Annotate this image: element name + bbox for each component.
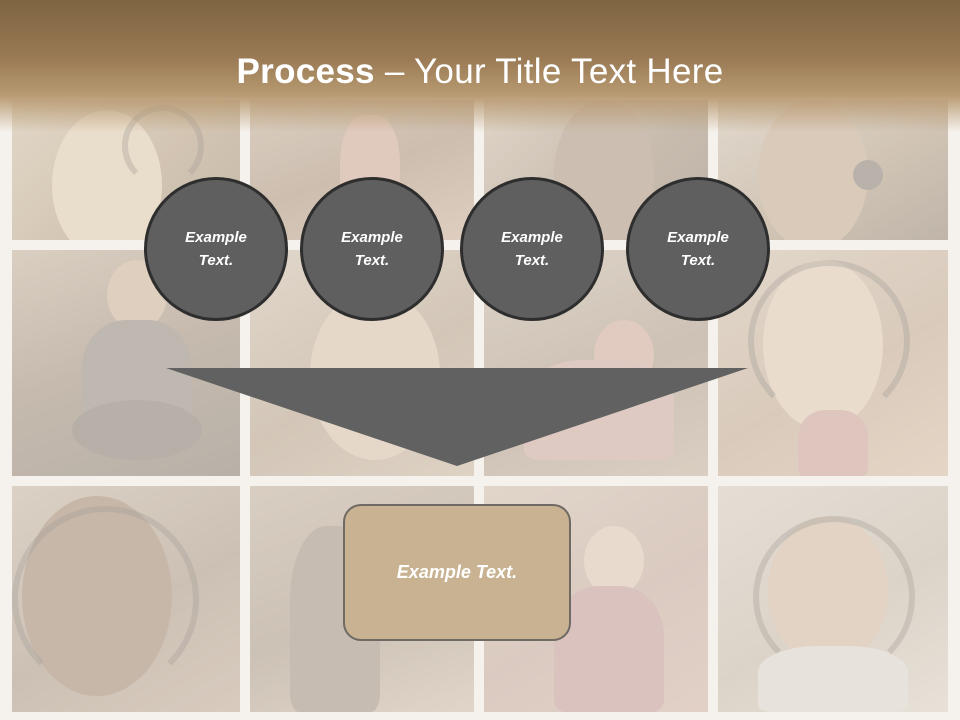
process-result-label: Example Text. — [396, 562, 518, 582]
process-step-4-circle[interactable]: Example Text. — [626, 177, 770, 321]
process-step-2-circle[interactable]: Example Text. — [300, 177, 444, 321]
title-bold: Process — [236, 52, 375, 91]
process-step-3-circle[interactable]: Example Text. — [460, 177, 604, 321]
title-band — [0, 0, 960, 132]
process-result-box[interactable]: Example Text. — [343, 504, 571, 641]
slide-title[interactable]: Process – Your Title Text Here — [0, 52, 960, 92]
process-step-3-label: Example Text. — [501, 229, 563, 269]
process-step-1-label: Example Text. — [185, 229, 247, 269]
title-rest: – Your Title Text Here — [374, 52, 724, 91]
process-step-2-label: Example Text. — [341, 229, 403, 269]
process-step-1-circle[interactable]: Example Text. — [144, 177, 288, 321]
process-step-4-label: Example Text. — [667, 229, 729, 269]
